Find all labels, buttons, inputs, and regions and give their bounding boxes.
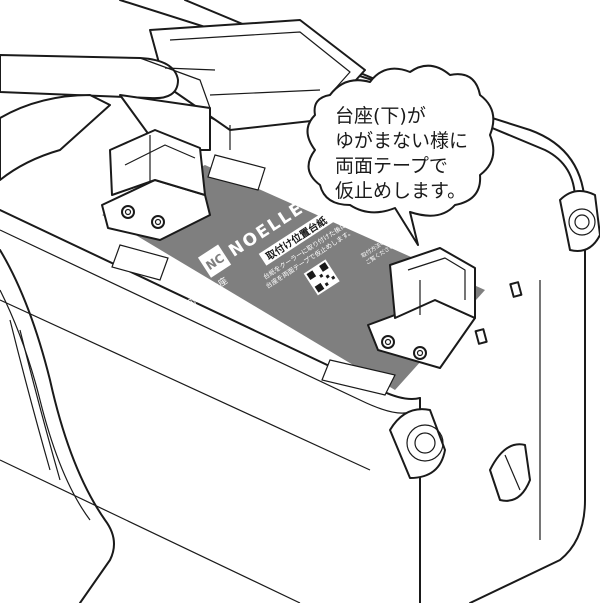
callout-line-3: 両面テープで (335, 155, 448, 177)
callout-line-4: 仮止めします。 (335, 180, 466, 202)
qr-code (303, 259, 340, 296)
side-knobs (389, 190, 600, 502)
brand-logo (197, 244, 232, 278)
callout-line-2: ゆがまない様に (335, 130, 468, 152)
carry-handle (0, 54, 216, 181)
callout-bubble: 台座(下)が ゆがまない様に 両面テープで 仮止めします。 (306, 64, 495, 246)
lower-mount-bracket (367, 247, 476, 369)
callout-line-1: 台座(下)が (335, 105, 426, 127)
label-upper-mount: 上部取付台座 (178, 275, 230, 314)
upper-mount-bracket (101, 129, 211, 241)
